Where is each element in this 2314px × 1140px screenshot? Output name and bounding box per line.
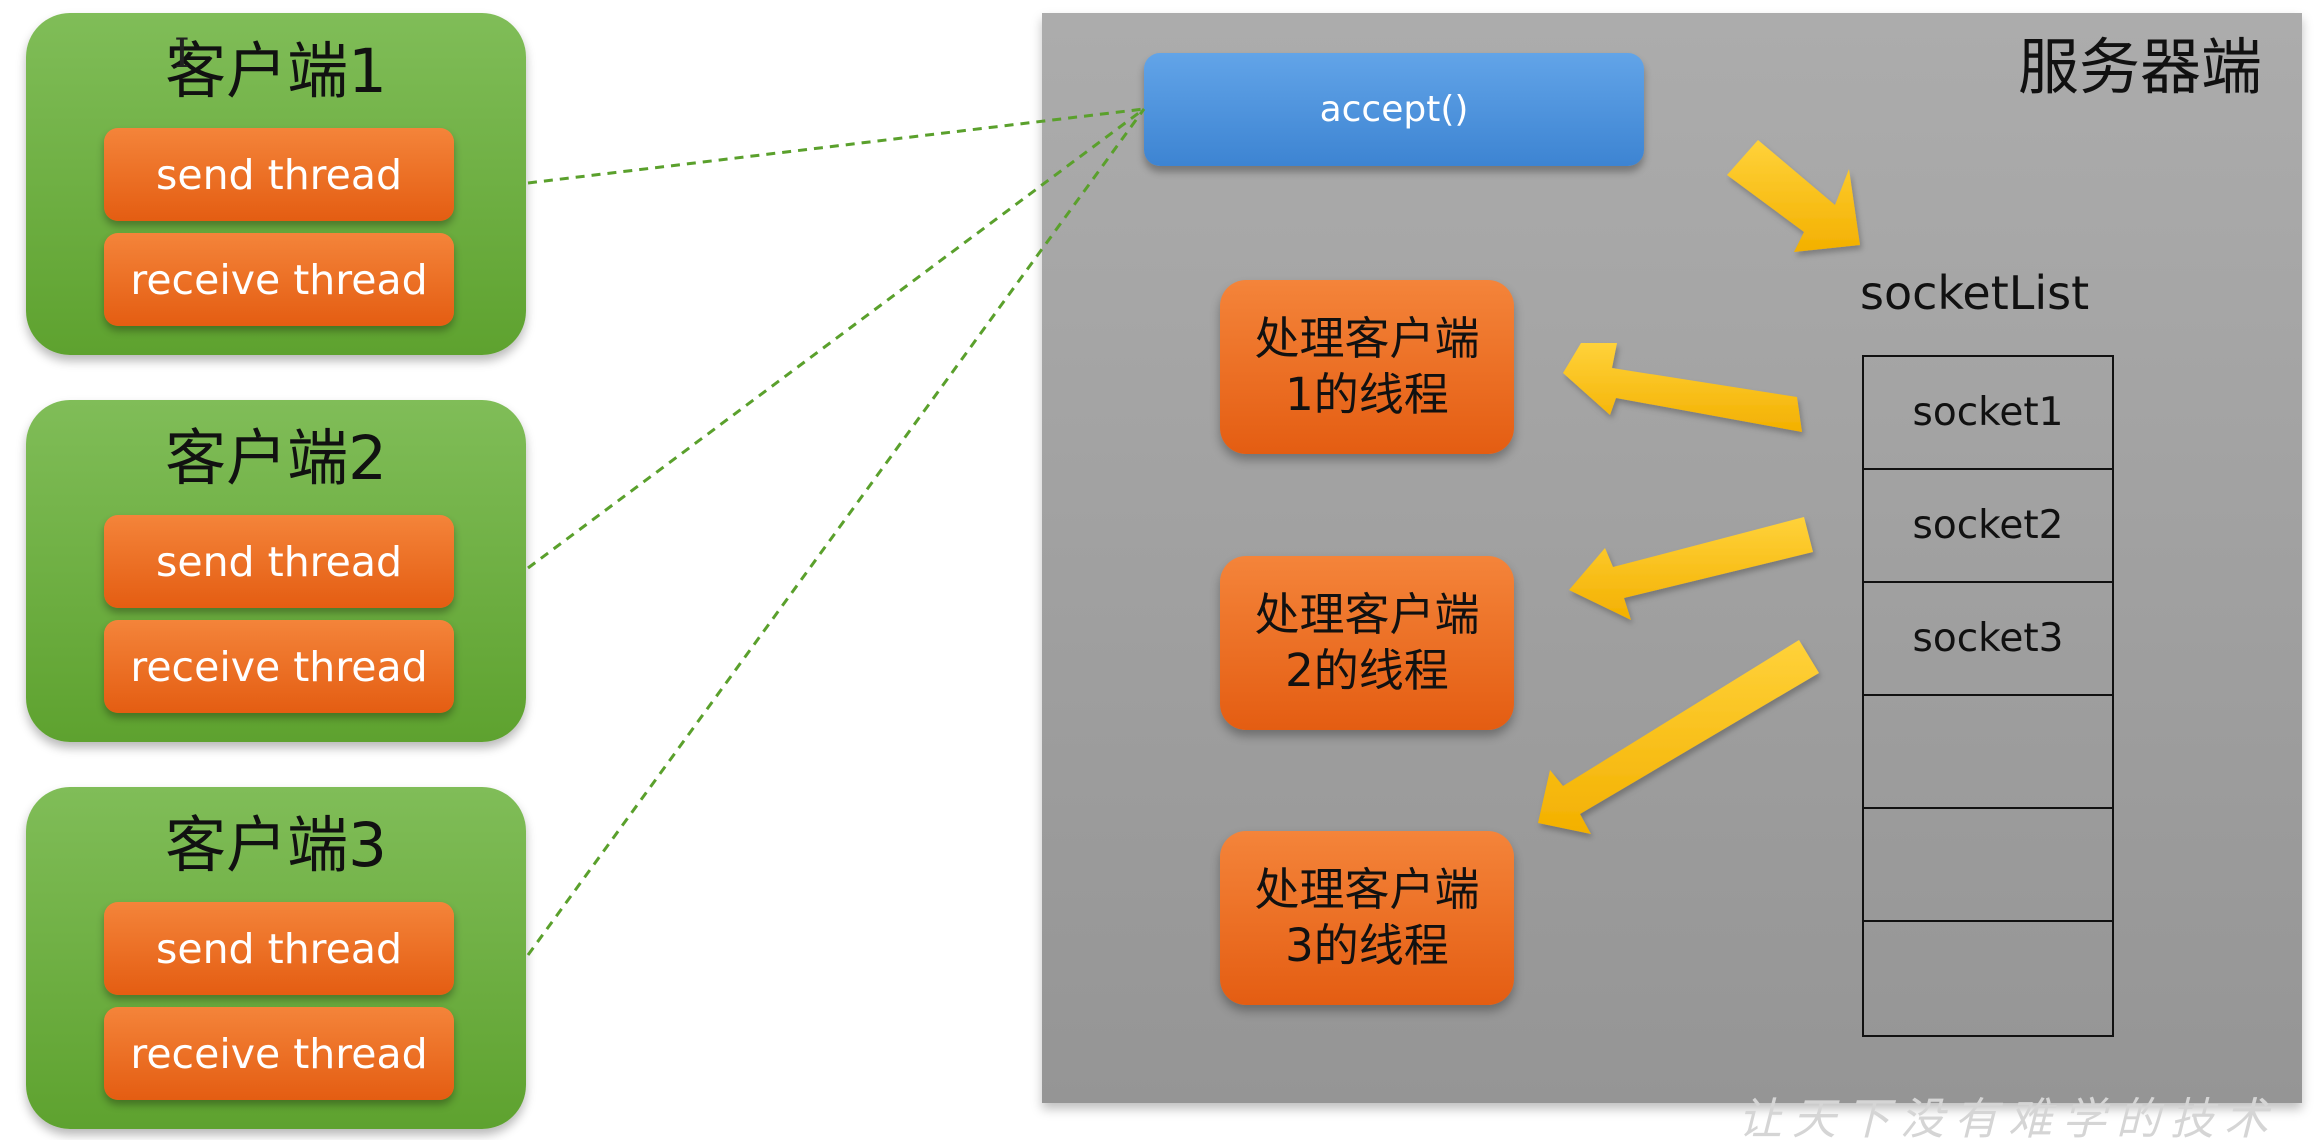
client-box-1: 客户端1 send thread receive thread (26, 13, 526, 355)
client-title: 客户端1 (165, 36, 387, 107)
handler-label: 2的线程 (1285, 644, 1449, 697)
server-title: 服务器端 (2017, 32, 2262, 103)
client-title: 客户端3 (165, 810, 387, 881)
receive-thread-button: receive thread (104, 620, 454, 713)
server-panel: 服务器端 accept() 处理客户端 1的线程 处理客户端 2的线程 处理客户… (1042, 13, 2302, 1103)
handler-label: 3的线程 (1285, 919, 1449, 972)
socket-cell (1864, 922, 2112, 1035)
socket-cell (1864, 696, 2112, 809)
socket-cell: socket1 (1864, 357, 2112, 470)
client-box-2: 客户端2 send thread receive thread (26, 400, 526, 742)
text-cursor-icon: I (174, 31, 190, 77)
receive-thread-button: receive thread (104, 233, 454, 326)
accept-button: accept() (1144, 53, 1644, 166)
send-thread-button: send thread (104, 902, 454, 995)
socket-cell (1864, 809, 2112, 922)
handler-label: 处理客户端 (1254, 862, 1480, 916)
send-thread-button: send thread (104, 515, 454, 608)
socket-cell: socket2 (1864, 470, 2112, 583)
client-box-3: 客户端3 send thread receive thread (26, 787, 526, 1129)
handler-thread-3: 处理客户端 3的线程 (1220, 831, 1514, 1005)
handler-label: 1的线程 (1285, 368, 1449, 421)
watermark: 让天下没有难学的技术 (1738, 1094, 2278, 1140)
client-title: 客户端2 (165, 423, 387, 494)
handler-thread-2: 处理客户端 2的线程 (1220, 556, 1514, 730)
socket-list-table: socket1 socket2 socket3 (1862, 355, 2114, 1037)
socket-cell: socket3 (1864, 583, 2112, 696)
send-thread-button: send thread (104, 128, 454, 221)
handler-thread-1: 处理客户端 1的线程 (1220, 280, 1514, 454)
receive-thread-button: receive thread (104, 1007, 454, 1100)
socket-list-label: socketList (1860, 266, 2090, 320)
handler-label: 处理客户端 (1254, 311, 1480, 365)
handler-label: 处理客户端 (1254, 587, 1480, 641)
